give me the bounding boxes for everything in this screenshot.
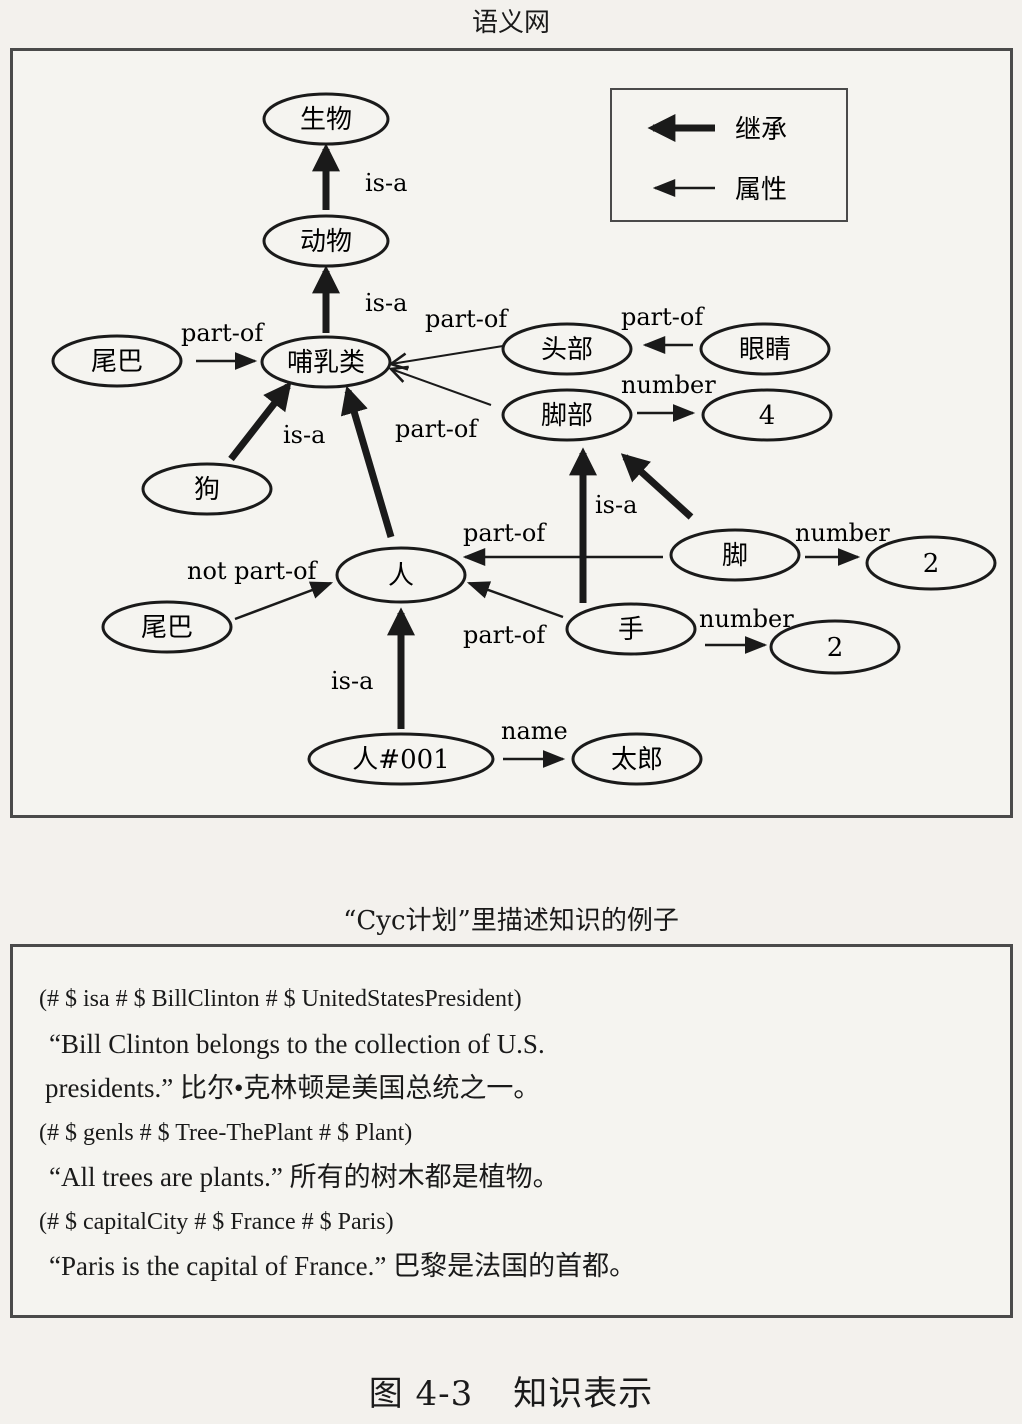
node-leg: 脚部 — [501, 388, 633, 442]
semantic-network-frame: 继承 属性 i — [10, 48, 1013, 818]
label-isa-organism: is-a — [365, 169, 407, 197]
cyc-line-3: presidents.” 比尔•克林顿是美国总统之一。 — [45, 1073, 541, 1103]
edge-hand-human — [466, 581, 564, 619]
node-two-hand: 2 — [769, 619, 901, 675]
node-organism: 生物 — [262, 92, 390, 146]
node-animal: 动物 — [262, 214, 390, 268]
label-partof-head: part-of — [425, 305, 509, 333]
legend-box — [610, 88, 848, 222]
label-isa-human001: is-a — [331, 667, 373, 695]
node-organism-label: 生物 — [300, 105, 352, 135]
label-partof-hand: part-of — [463, 621, 547, 649]
figure-caption: 图 4-3 知识表示 — [0, 1366, 1022, 1415]
node-head-label: 头部 — [541, 335, 593, 365]
label-number-foot: number — [795, 519, 890, 547]
node-hand: 手 — [565, 602, 697, 656]
node-two-foot: 2 — [865, 535, 997, 591]
label-name: name — [501, 717, 568, 745]
label-partof-foot: part-of — [463, 519, 547, 547]
node-eye-label: 眼睛 — [739, 335, 791, 365]
cyc-line-1: (# $ isa # $ BillClinton # $ UnitedState… — [39, 986, 522, 1012]
node-mammal-label: 哺乳类 — [287, 348, 365, 378]
node-animal-label: 动物 — [300, 227, 352, 257]
label-partof-eye: part-of — [621, 303, 705, 331]
edge-labels: is-a is-a is-a is-a is-a part-of part-of… — [181, 169, 890, 745]
edge-leg-mammal — [391, 369, 492, 406]
attribute-edges — [196, 336, 861, 768]
node-tail2: 尾巴 — [101, 600, 233, 654]
node-two-hand-label: 2 — [827, 633, 844, 663]
label-number-hand: number — [699, 605, 794, 633]
node-head: 头部 — [501, 322, 633, 376]
cyc-line-5: “All trees are plants.” 所有的树木都是植物。 — [49, 1162, 560, 1192]
legend: 继承 属性 — [610, 88, 848, 222]
cyc-line-6: (# $ capitalCity # $ France # $ Paris) — [39, 1208, 394, 1235]
legend-inherit-label: 继承 — [735, 115, 787, 145]
semantic-network-title: 语义网 — [471, 8, 550, 38]
node-human001-label: 人#001 — [352, 745, 449, 775]
label-not-partof-tail2: not part-of — [187, 557, 319, 585]
node-dog-label: 狗 — [194, 475, 220, 505]
edge-human-mammal — [340, 385, 395, 538]
cyc-line-4: (# $ genls # $ Tree-ThePlant # $ Plant) — [39, 1119, 413, 1146]
label-partof-tail1: part-of — [181, 319, 265, 347]
node-taro: 太郎 — [571, 732, 703, 786]
label-isa-animal: is-a — [365, 289, 407, 317]
node-human-label: 人 — [388, 561, 414, 591]
node-leg-label: 脚部 — [541, 401, 593, 431]
label-number-leg: number — [621, 371, 716, 399]
node-tail2-label: 尾巴 — [141, 613, 193, 643]
figure-number: 图 4-3 — [368, 1374, 474, 1414]
node-taro-label: 太郎 — [611, 745, 663, 775]
edge-dog-mammal — [228, 381, 292, 462]
label-isa-dog: is-a — [283, 421, 325, 449]
node-eye: 眼睛 — [699, 322, 831, 376]
edge-foot-leg — [620, 453, 694, 520]
node-tail1: 尾巴 — [51, 334, 183, 388]
node-human001: 人#001 — [307, 732, 495, 786]
legend-attribute-label: 属性 — [735, 175, 787, 205]
figure-caption-text: 知识表示 — [513, 1374, 654, 1414]
node-human: 人 — [335, 546, 467, 604]
nodes: 生物 动物 哺乳类 尾巴 狗 头部 — [51, 92, 997, 786]
node-foot-label: 脚 — [722, 541, 748, 571]
label-isa-hand: is-a — [595, 491, 637, 519]
edge-head-mammal — [391, 345, 504, 364]
node-hand-label: 手 — [618, 615, 644, 645]
node-four: 4 — [701, 388, 833, 442]
cyc-line-7: “Paris is the capital of France.” 巴黎是法国的… — [49, 1251, 637, 1281]
node-foot: 脚 — [669, 528, 801, 582]
semantic-network-diagram: 继承 属性 i — [51, 88, 997, 786]
node-two-foot-label: 2 — [923, 549, 940, 579]
cyc-example-list: (# $ isa # $ BillClinton # $ UnitedState… — [39, 977, 636, 1289]
label-partof-leg: part-of — [395, 415, 479, 443]
cyc-example-frame: (# $ isa # $ BillClinton # $ UnitedState… — [10, 944, 1013, 1318]
cyc-line-2: “Bill Clinton belongs to the collection … — [49, 1028, 545, 1059]
edge-tail2-human — [234, 581, 334, 621]
inheritance-edges — [228, 143, 694, 729]
node-four-label: 4 — [759, 401, 776, 431]
node-mammal: 哺乳类 — [260, 335, 392, 389]
node-dog: 狗 — [141, 462, 273, 516]
node-tail1-label: 尾巴 — [91, 347, 143, 377]
cyc-example-title: “Cyc计划”里描述知识的例子 — [343, 906, 679, 936]
